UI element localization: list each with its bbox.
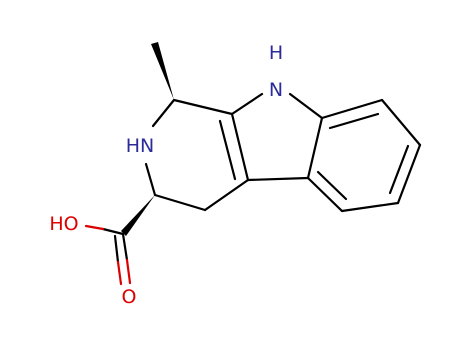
carboxyl-wedge-bond <box>121 195 155 236</box>
bond-c8a-c8-double <box>328 112 380 130</box>
bond-c1-n2 <box>151 98 176 128</box>
bond-c8-c7 <box>380 98 422 147</box>
bond-c-o <box>121 232 129 262</box>
bond-c3-n2 <box>144 162 157 197</box>
bond-c1-c9a <box>172 98 234 116</box>
bond-c-oh <box>101 227 125 236</box>
bond-n9-c8a <box>288 92 324 120</box>
bond-n9-c9a <box>230 92 264 116</box>
bond-c-o-double-red <box>116 260 123 286</box>
bond-c9a-c4b-double <box>218 119 237 181</box>
bond-c-o-double <box>113 234 120 264</box>
bond-c4b-c4 <box>203 178 250 212</box>
hydroxyl-label: HO <box>49 213 78 235</box>
bond-c4b-c4a <box>246 176 310 182</box>
indole-nh-n-label: N <box>269 79 283 101</box>
bond-c7-c6-double <box>388 144 410 195</box>
bond-c6-c5 <box>340 201 400 213</box>
bond-c9a-c4b <box>230 112 250 182</box>
ring-nh-label: HN <box>126 135 155 157</box>
bond-c5-c4a <box>306 176 344 213</box>
bond-c-oh-red <box>84 224 105 231</box>
bond-c5-c4a-double <box>316 170 348 201</box>
methyl-wedge-bond <box>151 42 174 100</box>
bond-c4-c3 <box>153 193 207 212</box>
carbonyl-oxygen-label: O <box>122 286 137 308</box>
bond-c8a-c8 <box>320 98 384 120</box>
bond-c8a-c4b-ring <box>306 116 324 180</box>
indole-nh-h-label: H <box>269 42 283 64</box>
bond-c-o-red <box>125 258 132 285</box>
bond-c7-c6 <box>396 143 422 205</box>
